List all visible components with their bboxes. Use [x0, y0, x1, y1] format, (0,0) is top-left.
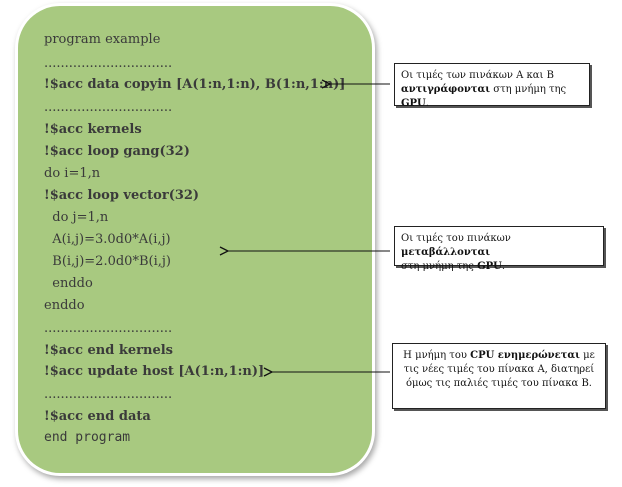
- code-line-loop-vector: !$acc loop vector(32): [44, 188, 200, 203]
- code-line: A(i,j)=3.0d0*A(i,j): [44, 232, 171, 247]
- code-ellipsis: ...............................: [44, 56, 173, 71]
- code-line-loop-gang: !$acc loop gang(32): [44, 144, 190, 159]
- note-text-bold: CPU ενημερώνεται: [470, 350, 580, 361]
- note-text: .: [425, 98, 429, 109]
- note-text-bold: GPU: [477, 261, 502, 272]
- note-copyin: Οι τιμές των πινάκων Α και Β αντιγράφοντ…: [394, 63, 590, 109]
- note-text: στη μνήμη της: [401, 261, 478, 272]
- code-line-end-data: !$acc end data: [44, 409, 151, 424]
- code-ellipsis: ...............................: [44, 387, 173, 402]
- code-line: do i=1,n: [44, 166, 101, 181]
- note-text-bold: αντιγράφονται: [401, 84, 491, 95]
- note-text-bold: GPU: [401, 98, 426, 109]
- note-text: στη μνήμη της: [490, 84, 567, 95]
- note-text: με τις νέες τιμές του πίνακα Α, διατηρεί…: [403, 350, 595, 389]
- note-text: Οι τιμές του πινάκων: [401, 233, 511, 244]
- code-line-end-program: end program: [44, 430, 131, 445]
- code-ellipsis: ...............................: [44, 321, 173, 336]
- note-update-host: Η μνήμη του CPU ενημερώνεται με τις νέες…: [392, 343, 606, 409]
- note-text: Η μνήμη του: [403, 350, 471, 361]
- code-ellipsis: ...............................: [44, 100, 173, 115]
- note-text-bold: μεταβάλλονται: [401, 247, 491, 258]
- code-panel: [18, 6, 372, 473]
- code-line: enddo: [44, 276, 93, 291]
- code-line-kernels: !$acc kernels: [44, 122, 142, 137]
- code-line-end-kernels: !$acc end kernels: [44, 343, 173, 358]
- note-kernels: Οι τιμές του πινάκων μεταβάλλονται στη μ…: [394, 226, 604, 272]
- note-text: Οι τιμές των πινάκων Α και Β: [401, 70, 554, 81]
- code-line: do j=1,n: [44, 210, 109, 225]
- code-line: B(i,j)=2.0d0*B(i,j): [44, 254, 171, 269]
- code-line: enddo: [44, 298, 85, 313]
- code-line: program example: [44, 32, 161, 47]
- code-line-update-host: !$acc update host [A(1:n,1:n)]: [44, 364, 265, 379]
- note-text: .: [501, 261, 506, 272]
